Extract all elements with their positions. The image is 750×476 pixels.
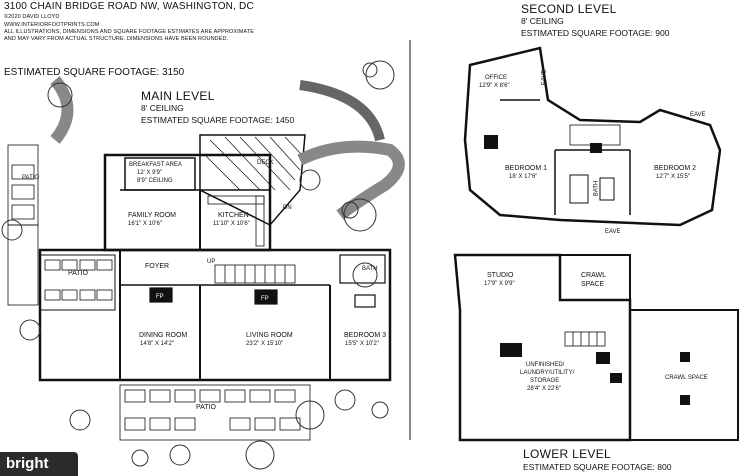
main-level-title: MAIN LEVEL — [141, 89, 215, 103]
main-level-sqft: ESTIMATED SQUARE FOOTAGE: 1450 — [141, 115, 295, 125]
crawl-space-label: CRAWL SPACE — [665, 375, 708, 381]
kitchen-label: KITCHEN — [218, 212, 249, 219]
trees — [1, 60, 395, 470]
family-room-label: FAMILY ROOM — [128, 212, 176, 219]
second-bath-label: BATH — [593, 180, 600, 197]
living-room-dim: 23'2" X 15'10" — [246, 341, 284, 347]
eave-label-bottom: EAVE — [605, 229, 621, 235]
copyright: ©2020 DAVID LLOYD — [4, 14, 60, 20]
unfinished-dim: 28'4" X 22'6" — [527, 386, 561, 392]
kitchen-dim: 11'10" X 10'6" — [213, 221, 250, 227]
address-title: 3100 CHAIN BRIDGE ROAD NW, WASHINGTON, D… — [4, 1, 254, 12]
foyer-label: FOYER — [145, 263, 170, 270]
bright-watermark-logo: bright — [0, 452, 78, 476]
dining-room-label: DINING ROOM — [139, 332, 188, 339]
second-level-walls — [463, 46, 722, 227]
patio-pavers — [7, 144, 311, 441]
lower-level-walls — [453, 253, 739, 442]
watermark-text: bright — [6, 455, 49, 472]
stair-up-label: UP — [207, 259, 216, 265]
bath-label: BATH — [362, 266, 378, 272]
bedroom-2-label: BEDROOM 2 — [654, 165, 697, 172]
eave-label-top-right: EAVE — [690, 112, 706, 118]
second-level-ceiling: 8' CEILING — [521, 16, 564, 26]
lower-level-sqft: ESTIMATED SQUARE FOOTAGE: 800 — [523, 462, 672, 472]
deck — [199, 134, 306, 226]
crawl-label-2: SPACE — [581, 281, 605, 288]
office-dim: 12'9" X 8'6" — [479, 83, 510, 89]
bedroom-3-dim: 15'5" X 10'2" — [345, 341, 379, 347]
breakfast-ceiling: 8'9" CEILING — [137, 178, 173, 184]
deck-label: DECK — [257, 160, 274, 166]
patio-label-1: PATIO — [22, 175, 40, 181]
office-label: OFFICE — [485, 75, 507, 81]
bedroom-1-dim: 18' X 17'6" — [509, 174, 538, 180]
patio-label-3: PATIO — [196, 404, 216, 411]
unfinished-label-2: LAUNDRY/UTILITY/ — [520, 370, 575, 376]
lower-level-title: LOWER LEVEL — [523, 447, 611, 461]
breakfast-dim: 12' X 9'9" — [137, 170, 163, 176]
bedroom-3-label: BEDROOM 3 — [344, 332, 387, 339]
main-level-ceiling: 8' CEILING — [141, 103, 184, 113]
unfinished-label-3: STORAGE — [530, 378, 560, 384]
dining-room-dim: 14'8" X 14'2" — [140, 341, 174, 347]
fireplace-label-2: FP — [261, 296, 269, 302]
disclaimer-line-1: ALL ILLUSTRATIONS, DIMENSIONS AND SQUARE… — [4, 29, 255, 35]
bedroom-1-label: BEDROOM 1 — [505, 165, 548, 172]
unfinished-label-1: UNFINISHED/ — [526, 362, 565, 368]
patio-label-2: PATIO — [68, 270, 88, 277]
family-room-dim: 16'1" X 10'6" — [128, 221, 162, 227]
studio-label: STUDIO — [487, 272, 514, 279]
bedroom-2-dim: 12'7" X 15'5" — [656, 174, 690, 180]
main-level-walls — [38, 153, 392, 382]
total-sqft: ESTIMATED SQUARE FOOTAGE: 3150 — [4, 67, 185, 78]
second-level-sqft: ESTIMATED SQUARE FOOTAGE: 900 — [521, 28, 670, 38]
studio-dim: 17'9" X 9'9" — [484, 281, 515, 287]
breakfast-label: BREAKFAST AREA — [129, 162, 182, 168]
living-room-label: LIVING ROOM — [246, 332, 293, 339]
eave-label-left: EAVE — [541, 69, 548, 86]
stair-down-label: DN — [283, 205, 292, 211]
fireplace-label-1: FP — [156, 294, 164, 300]
crawl-label-1: CRAWL — [581, 272, 607, 279]
second-level-title: SECOND LEVEL — [521, 2, 617, 16]
website: WWW.INTERIORFOOTPRINTS.COM — [4, 22, 100, 28]
disclaimer-line-2: AND MAY VARY FROM ACTUAL STRUCTURE. DIME… — [4, 36, 229, 42]
